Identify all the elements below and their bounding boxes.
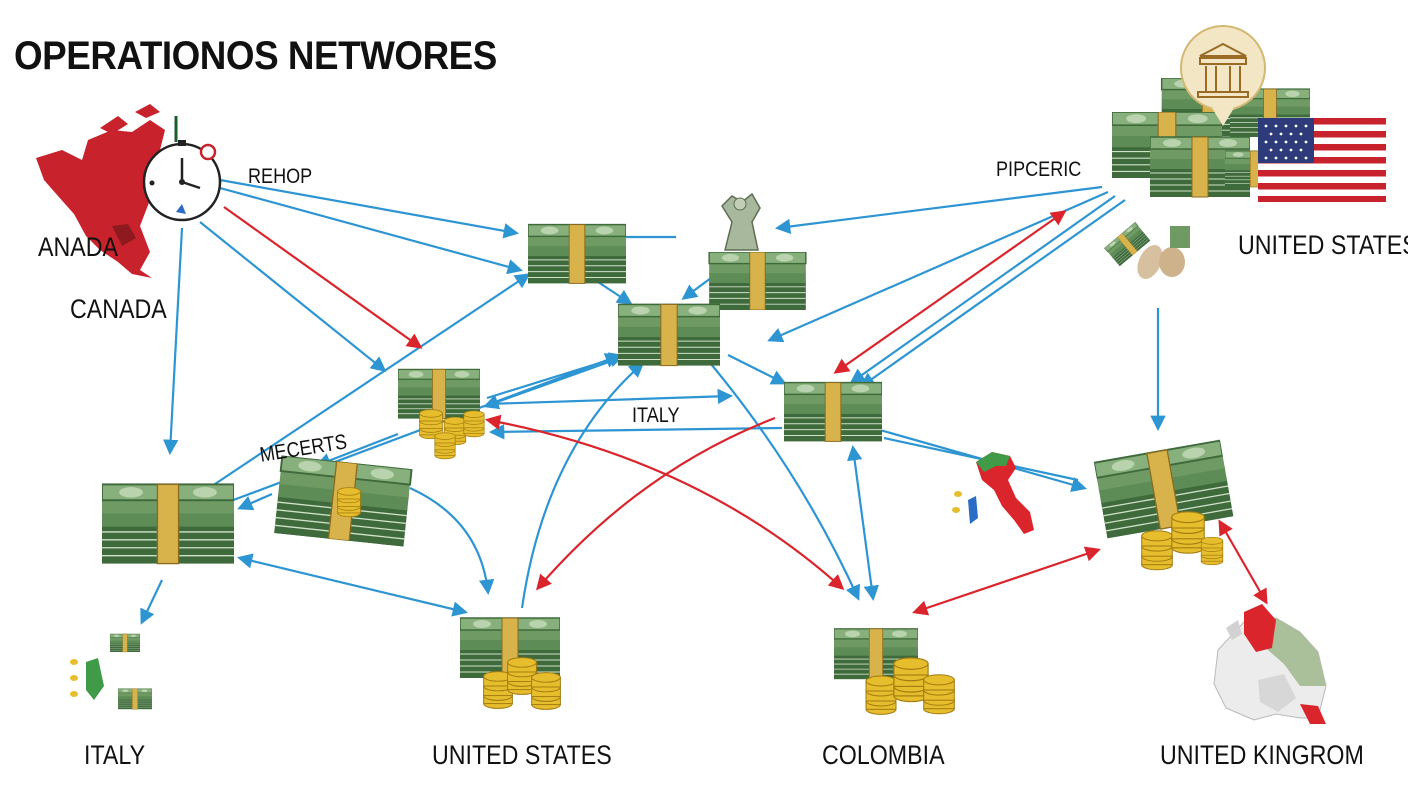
- arrow-italy-stack-small: [140, 579, 163, 625]
- statue-icon: [708, 192, 807, 310]
- label-colombia: COLOMBIA: [822, 740, 945, 770]
- arrow-canada-coins-left: [199, 221, 387, 372]
- us-bottom-cash-coins: [460, 617, 561, 710]
- loose-cash-icon: [1103, 221, 1190, 279]
- us-flag-icon: [1258, 118, 1386, 202]
- arrow-us-right-stack: [849, 195, 1116, 384]
- colombia-cash-coins: [834, 627, 955, 715]
- arrow-us-right-red: [833, 210, 1067, 374]
- connection-arrows: [140, 178, 1268, 625]
- label-pipceric: PIPCERIC: [996, 158, 1082, 181]
- cash-stack-center: [618, 303, 720, 367]
- stopwatch-icon: [142, 116, 222, 222]
- label-anada: ANADA: [38, 232, 119, 262]
- italy-small-icon: [70, 633, 152, 710]
- mecerts-cash-pile: [273, 454, 413, 548]
- arrow-us-right-stack-b: [859, 199, 1126, 388]
- arrow-center-right: [727, 354, 787, 385]
- label-italy-mid: ITALY: [632, 404, 680, 427]
- uk-cash-coins: [1092, 439, 1235, 571]
- arrow-mecerts-us: [409, 486, 495, 596]
- cash-stack-right: [784, 381, 882, 443]
- label-united-states-top: UNITED STATES: [1238, 230, 1408, 260]
- arrow-uk-stack-map-red: [1218, 519, 1268, 605]
- arrow-mecerts-italy-stack: [237, 492, 273, 511]
- arrow-canada-italy-stack: [162, 227, 184, 456]
- label-italy-bottom: ITALY: [84, 740, 146, 770]
- arrow-right-us-red: [535, 416, 776, 591]
- label-canada: CANADA: [70, 294, 167, 324]
- arrow-coins-colombia-red: [484, 414, 845, 591]
- cash-coins-left: [398, 368, 485, 460]
- label-rehop: REHOP: [248, 165, 313, 188]
- arrow-us-statue: [774, 185, 1103, 235]
- arrow-us-center: [767, 190, 1109, 343]
- arrow-coins-mecerts: [315, 432, 399, 468]
- uk-map-icon: [1213, 604, 1327, 724]
- italy-map-icon: [952, 452, 1034, 534]
- arrow-italy-stack-us[interactable]: [237, 553, 468, 617]
- label-united-kingrom: UNITED KINGROM: [1160, 740, 1364, 770]
- label-united-states-bottom: UNITED STATES: [432, 740, 612, 770]
- arrow-colombia-right-stack: [846, 444, 880, 602]
- courthouse-seal-icon: [1180, 25, 1266, 126]
- cash-stack-top: [528, 223, 626, 285]
- canada-map-icon: [36, 104, 165, 278]
- arrow-canada-hub-right: [219, 186, 523, 275]
- arrow-italy-stack-hub: [211, 273, 531, 487]
- arrow-canada-coins-red: [223, 206, 423, 349]
- cash-stack-italy: [102, 483, 234, 565]
- arrow-canada-hub-top: [219, 178, 520, 239]
- arrow-colombia-uk-red: [912, 546, 1101, 616]
- arrow-cash-top-center: [597, 281, 633, 305]
- page-title: OPERATIONOS NETWORES: [14, 34, 497, 78]
